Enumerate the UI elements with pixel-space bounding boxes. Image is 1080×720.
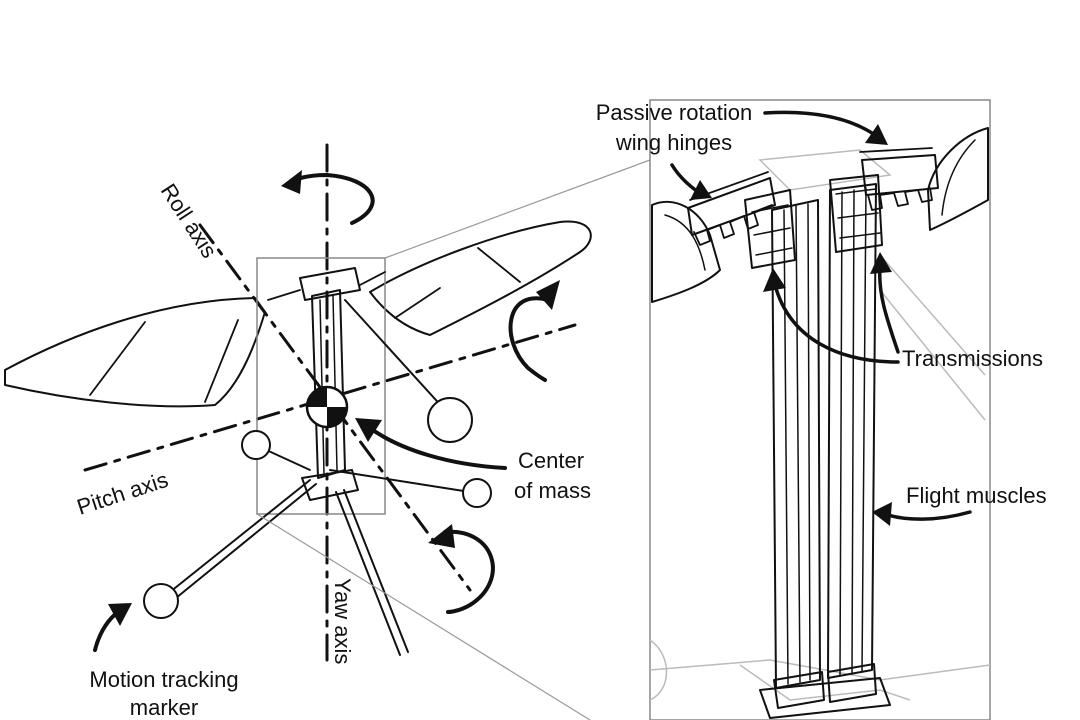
passive-hinges-label-line2: wing hinges	[615, 130, 732, 155]
center-of-mass-symbol	[307, 387, 347, 427]
tracking-marker-ball	[463, 479, 491, 507]
motion-marker-label-line2: marker	[130, 695, 198, 720]
yaw-axis-label: Yaw axis	[330, 578, 355, 664]
tracking-marker-ball	[144, 584, 178, 618]
robot-overview	[5, 145, 591, 660]
passive-hinges-label-line1: Passive rotation	[596, 100, 753, 125]
right-wing	[370, 222, 591, 335]
roll-axis-label: Roll axis	[156, 179, 222, 262]
flight-muscles-label: Flight muscles	[906, 483, 1047, 508]
motion-marker-label-line1: Motion tracking	[89, 667, 238, 692]
zoom-connector	[257, 514, 590, 720]
center-of-mass-label-line2: of mass	[514, 478, 591, 503]
pitch-rotation-arrow	[511, 280, 560, 380]
center-of-mass-label-line1: Center	[518, 448, 584, 473]
zoom-connector	[385, 160, 650, 258]
roll-rotation-arrow	[428, 524, 493, 612]
motion-marker-pointer	[95, 603, 132, 650]
tracking-marker-ball	[428, 398, 472, 442]
tracking-marker-ball	[242, 431, 270, 459]
pitch-axis-label: Pitch axis	[74, 467, 171, 520]
transmissions-label: Transmissions	[902, 346, 1043, 371]
